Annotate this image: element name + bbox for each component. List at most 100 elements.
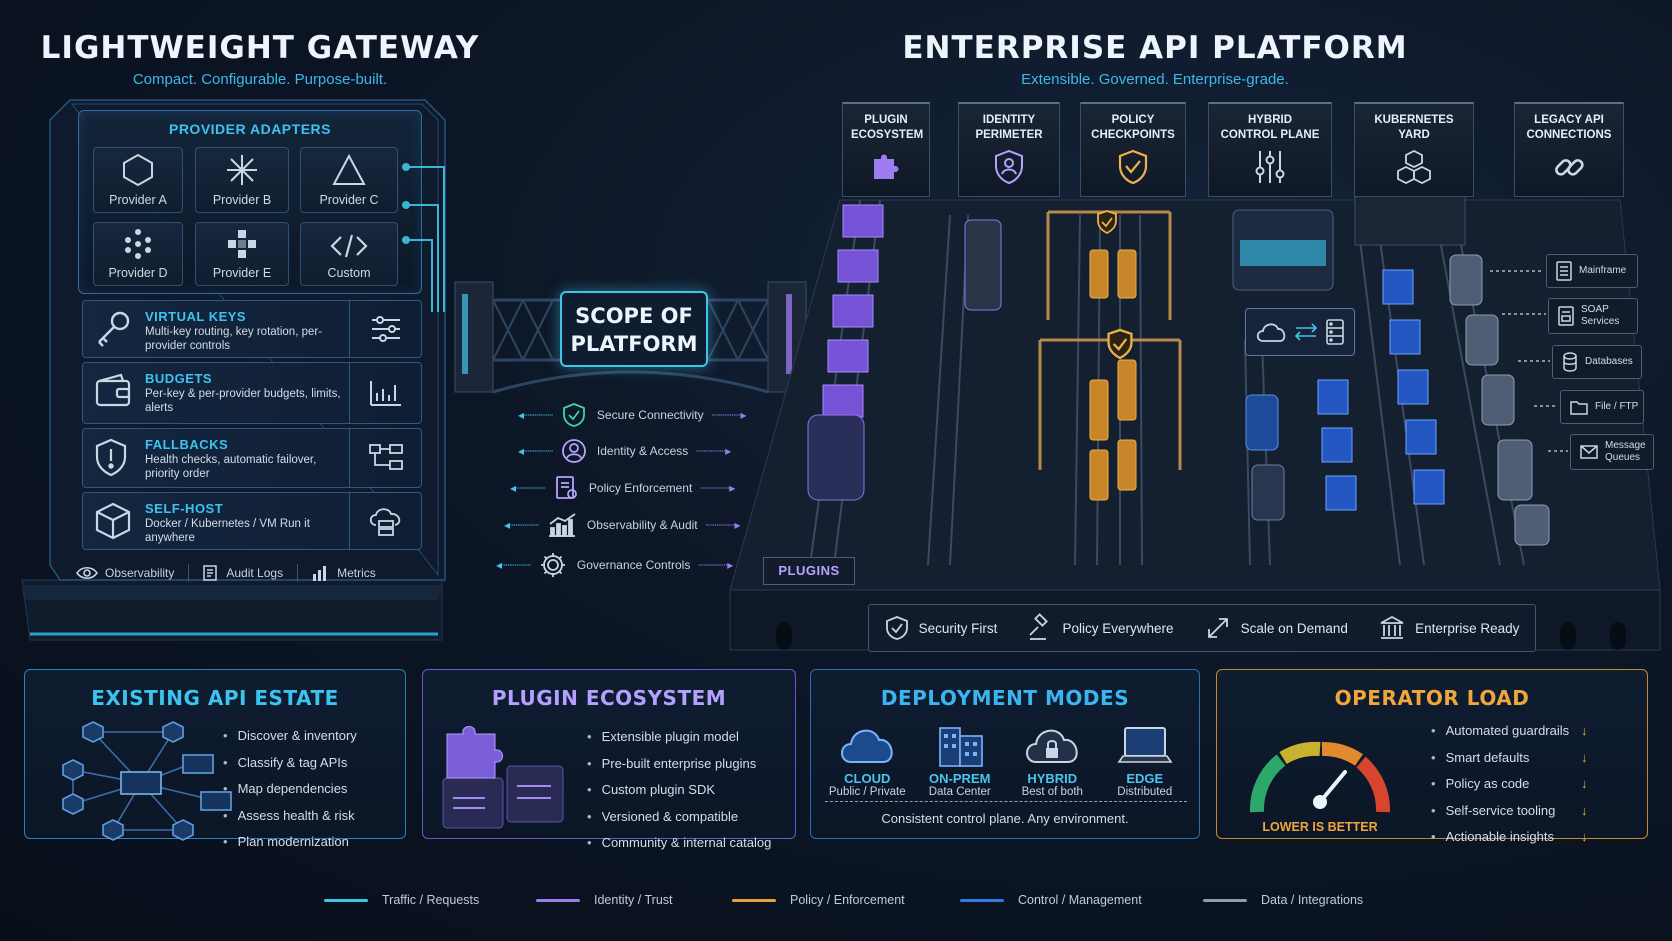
plugin-item: Custom plugin SDK	[587, 777, 771, 804]
cloud-lock-icon	[1026, 729, 1078, 763]
col-kubernetes-yard[interactable]: KUBERNETES YARD	[1354, 102, 1474, 197]
scope-item-policy-enforcement: ◂┈┈┈┈ Policy Enforcement ┈┈┈┈▸	[510, 475, 735, 501]
bar-chart-icon	[369, 381, 401, 406]
scope-item-governance-controls: ◂┈┈┈┈ Governance Controls ┈┈┈┈▸	[496, 551, 733, 579]
provider-d-card[interactable]: Provider D	[93, 222, 183, 286]
feature-self-host[interactable]: SELF-HOST Docker / Kubernetes / VM Run i…	[82, 492, 422, 550]
card-existing-api-estate: EXISTING API ESTATE Discover & inventory…	[24, 669, 406, 849]
provider-b-card[interactable]: Provider B	[195, 147, 289, 213]
estate-item: Plan modernization	[223, 829, 357, 856]
legend-swatch	[536, 898, 580, 902]
card-plugin-ecosystem: PLUGIN ECOSYSTEM Extensible plugin model…	[422, 669, 796, 850]
operator-item: Self-service tooling↓	[1431, 798, 1588, 825]
hybrid-control-box	[1245, 308, 1355, 356]
plugin-item: Community & internal catalog	[587, 830, 772, 857]
legacy-soap-services[interactable]: SOAP Services	[1548, 298, 1638, 334]
key-icon	[98, 311, 130, 347]
expand-icon	[1207, 618, 1228, 638]
policy-doc-icon	[556, 476, 577, 499]
gavel-icon	[1029, 613, 1049, 640]
soap-service-icon	[1558, 306, 1574, 326]
scope-item-identity-access: ◂┈┈┈┈ Identity & Access ┈┈┈┈▸	[518, 438, 731, 464]
feature-fallbacks[interactable]: FALLBACKS Health checks, automatic failo…	[82, 428, 422, 488]
legend-traffic: Traffic / Requests	[324, 893, 479, 907]
mainframe-icon	[1556, 261, 1572, 281]
legacy-file-ftp[interactable]: File / FTP	[1560, 390, 1644, 424]
deploy-mode-hybrid[interactable]: HYBRID Best of both	[1008, 722, 1096, 798]
check-shield-icon	[1118, 149, 1148, 185]
col-policy-checkpoints[interactable]: POLICY CHECKPOINTS	[1080, 102, 1186, 197]
down-arrow-icon: ↓	[1581, 723, 1588, 738]
laptop-icon	[1117, 727, 1173, 763]
left-footer: Observability Audit Logs Metrics	[72, 558, 422, 588]
down-arrow-icon: ↓	[1581, 776, 1588, 791]
checkpoint-shield-icon	[1097, 210, 1117, 235]
col-hybrid-control-plane[interactable]: HYBRID CONTROL PLANE	[1208, 102, 1332, 197]
plugin-pieces-icon	[442, 726, 564, 829]
scope-item-secure-connectivity: ◂┈┈┈┈ Secure Connectivity ┈┈┈┈▸	[518, 402, 747, 428]
legend-swatch	[1203, 898, 1247, 902]
deploy-divider-arrow	[825, 801, 1187, 802]
col-legacy-api-connections[interactable]: LEGACY API CONNECTIONS	[1514, 102, 1624, 197]
pillar-security-first: Security First	[885, 615, 997, 641]
col-identity-perimeter[interactable]: IDENTITY PERIMETER	[958, 102, 1060, 197]
provider-a-card[interactable]: Provider A	[93, 147, 183, 213]
col-plugin-ecosystem[interactable]: PLUGIN ECOSYSTEM	[842, 102, 930, 197]
code-icon	[330, 234, 368, 258]
network-icon	[62, 721, 232, 841]
down-arrow-icon: ↓	[1581, 749, 1588, 765]
cloud-icon	[1257, 323, 1286, 342]
footer-audit-logs[interactable]: Audit Logs	[226, 566, 284, 580]
shield-icon	[95, 438, 127, 477]
operator-item: Policy as code↓	[1431, 771, 1588, 798]
deploy-footer: Consistent control plane. Any environmen…	[881, 811, 1129, 826]
user-shield-icon	[995, 149, 1023, 185]
estate-item: Assess health & risk	[223, 803, 357, 830]
sync-arrows-icon	[1294, 323, 1318, 341]
down-arrow-icon: ↓	[1581, 802, 1588, 818]
shield-check-icon	[885, 616, 908, 640]
check-shield-icon	[563, 403, 585, 427]
provider-e-card[interactable]: Provider E	[195, 222, 289, 286]
gauge-label: LOWER IS BETTER	[1262, 820, 1378, 834]
pillar-policy-everywhere: Policy Everywhere	[1028, 613, 1174, 641]
provider-c-card[interactable]: Provider C	[300, 147, 398, 213]
legacy-databases[interactable]: Databases	[1552, 345, 1642, 379]
plugin-item: Pre-built enterprise plugins	[587, 751, 771, 778]
feature-budgets[interactable]: BUDGETS Per-key & per-provider budgets, …	[82, 362, 422, 424]
server-icon	[1325, 319, 1344, 345]
dots-icon	[125, 229, 151, 259]
plugin-item: Extensible plugin model	[587, 724, 771, 751]
deploy-mode-edge[interactable]: EDGE Distributed	[1101, 722, 1189, 798]
checkpoint-shield-icon-2	[1107, 328, 1133, 360]
cube-icon	[95, 502, 131, 540]
deploy-mode-cloud[interactable]: CLOUD Public / Private	[823, 722, 911, 798]
legend-data: Data / Integrations	[1203, 893, 1363, 907]
custom-provider-card[interactable]: Custom	[300, 222, 398, 286]
feature-virtual-keys[interactable]: VIRTUAL KEYS Multi-key routing, key rota…	[82, 300, 422, 358]
footer-metrics[interactable]: Metrics	[337, 566, 376, 580]
operator-item: Smart defaults↓	[1431, 745, 1588, 772]
sliders-icon	[371, 316, 400, 342]
sliders-icon	[1255, 151, 1285, 183]
legacy-mainframe[interactable]: Mainframe	[1546, 254, 1638, 288]
estate-item: Discover & inventory	[223, 723, 357, 750]
trend-chart-icon	[548, 513, 576, 537]
hexagon-icon	[123, 153, 153, 187]
folder-icon	[1570, 401, 1588, 415]
footer-observability[interactable]: Observability	[105, 566, 175, 580]
legacy-message-queues[interactable]: Message Queues	[1570, 434, 1654, 470]
gear-icon	[540, 553, 565, 577]
legend-swatch	[732, 898, 776, 902]
building-columns-icon	[1380, 615, 1404, 639]
eye-icon	[76, 566, 98, 580]
provider-adapters-title: PROVIDER ADAPTERS	[168, 121, 331, 137]
estate-item: Classify & tag APIs	[223, 750, 357, 777]
pillar-scale-on-demand: Scale on Demand	[1205, 615, 1348, 641]
gauge-icon	[1249, 741, 1391, 813]
link-icon	[1555, 159, 1584, 176]
right-subtitle: Extensible. Governed. Enterprise-grade.	[1021, 71, 1289, 88]
deploy-mode-on-prem[interactable]: ON-PREM Data Center	[916, 722, 1004, 798]
